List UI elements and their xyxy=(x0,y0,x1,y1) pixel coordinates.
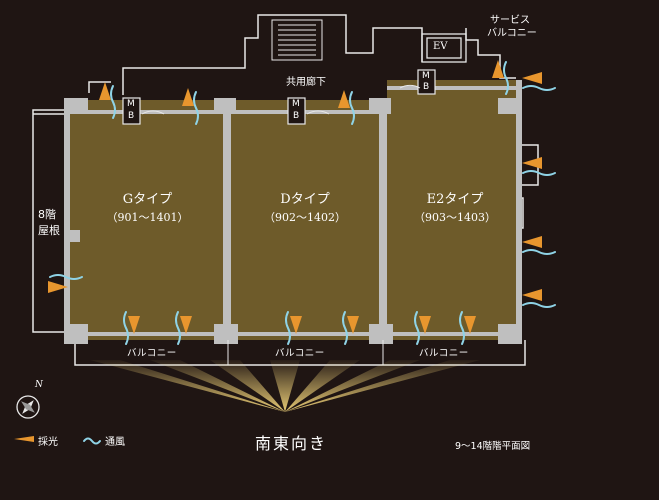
light-arrow xyxy=(522,72,542,84)
wind-mark xyxy=(522,249,556,255)
unit-d-label: Dタイプ （902〜1402） xyxy=(255,190,355,226)
walls xyxy=(64,80,522,344)
north-label: N xyxy=(35,380,43,390)
wind-mark xyxy=(193,91,199,125)
staircase xyxy=(271,19,323,61)
legend-light-label: 採光 xyxy=(38,437,58,448)
wind-mark xyxy=(49,274,83,280)
wind-mark xyxy=(459,311,465,345)
wind-mark xyxy=(175,311,181,345)
unit-d-floor xyxy=(231,100,379,340)
light-arrows xyxy=(48,60,542,334)
mb-boxes xyxy=(122,69,436,125)
unit-e2-floor xyxy=(387,80,520,340)
light-arrow xyxy=(128,316,140,334)
mb-label-e2-m: M xyxy=(422,71,430,81)
mb-label-d-m: M xyxy=(292,99,300,109)
roof-label-1: 8階 xyxy=(38,208,56,221)
wind-mark xyxy=(342,311,348,345)
wind-mark xyxy=(522,302,556,308)
wind-mark xyxy=(123,311,129,345)
sun-rays xyxy=(90,360,480,412)
unit-floors xyxy=(68,80,520,340)
service-balcony-label-2: バルコニー xyxy=(487,28,537,39)
light-arrow xyxy=(522,157,542,169)
unit-e2-label: E2タイプ （903〜1403） xyxy=(405,190,505,226)
wind-mark xyxy=(285,311,291,345)
unit-g-range: （901〜1401） xyxy=(106,210,189,224)
light-arrow xyxy=(99,82,111,100)
elevator xyxy=(421,33,467,63)
mb-label-g-b: B xyxy=(128,111,135,121)
balcony-label-g: バルコニー xyxy=(124,345,180,359)
light-arrow xyxy=(347,316,359,334)
unit-d-type: Dタイプ xyxy=(280,192,330,207)
wind-mark xyxy=(522,170,556,176)
wind-mark xyxy=(414,311,420,345)
wind-mark xyxy=(349,91,355,125)
legend-wind: 通風 xyxy=(105,433,125,448)
wind-marks xyxy=(49,61,556,345)
light-arrow xyxy=(492,60,504,78)
unit-e2-range: （903〜1403） xyxy=(414,210,496,224)
balcony-label-d: バルコニー xyxy=(272,345,328,359)
compass-icon xyxy=(16,395,40,419)
light-arrow xyxy=(522,236,542,248)
legend-light: 採光 xyxy=(38,433,58,448)
mb-label-d-b: B xyxy=(293,111,300,121)
legend-wind-icon xyxy=(83,437,101,445)
light-arrow xyxy=(48,281,68,293)
light-arrow xyxy=(290,316,302,334)
balcony-partitions xyxy=(227,340,384,365)
light-arrow xyxy=(338,90,350,108)
legend-wind-label: 通風 xyxy=(105,437,125,448)
unit-e2-type: E2タイプ xyxy=(426,192,484,207)
unit-g-label: Gタイプ （901〜1401） xyxy=(100,190,195,226)
plan-title: 9〜14階階平面図 xyxy=(455,441,531,452)
legend-light-icon xyxy=(14,436,34,442)
roof-label-2: 屋根 xyxy=(38,224,60,237)
light-arrow xyxy=(464,316,476,334)
unit-g-type: Gタイプ xyxy=(122,192,173,207)
unit-d-range: （902〜1402） xyxy=(264,210,346,224)
wind-mark xyxy=(110,85,116,119)
light-arrow xyxy=(180,316,192,334)
light-arrow xyxy=(419,316,431,334)
corridor-label: 共用廊下 xyxy=(286,77,326,88)
door-swings xyxy=(141,84,421,115)
unit-g-floor xyxy=(68,100,223,340)
direction-title: 南東向き xyxy=(255,434,328,453)
balcony-label-e2: バルコニー xyxy=(416,345,472,359)
light-arrow xyxy=(522,289,542,301)
ev-label: EV xyxy=(433,41,448,52)
service-balcony-label-1: サービス xyxy=(490,15,530,26)
wind-mark xyxy=(522,85,556,91)
wind-mark xyxy=(503,61,509,95)
mb-label-e2-b: B xyxy=(423,82,430,92)
light-arrow xyxy=(182,88,194,106)
mb-label-g-m: M xyxy=(127,99,135,109)
